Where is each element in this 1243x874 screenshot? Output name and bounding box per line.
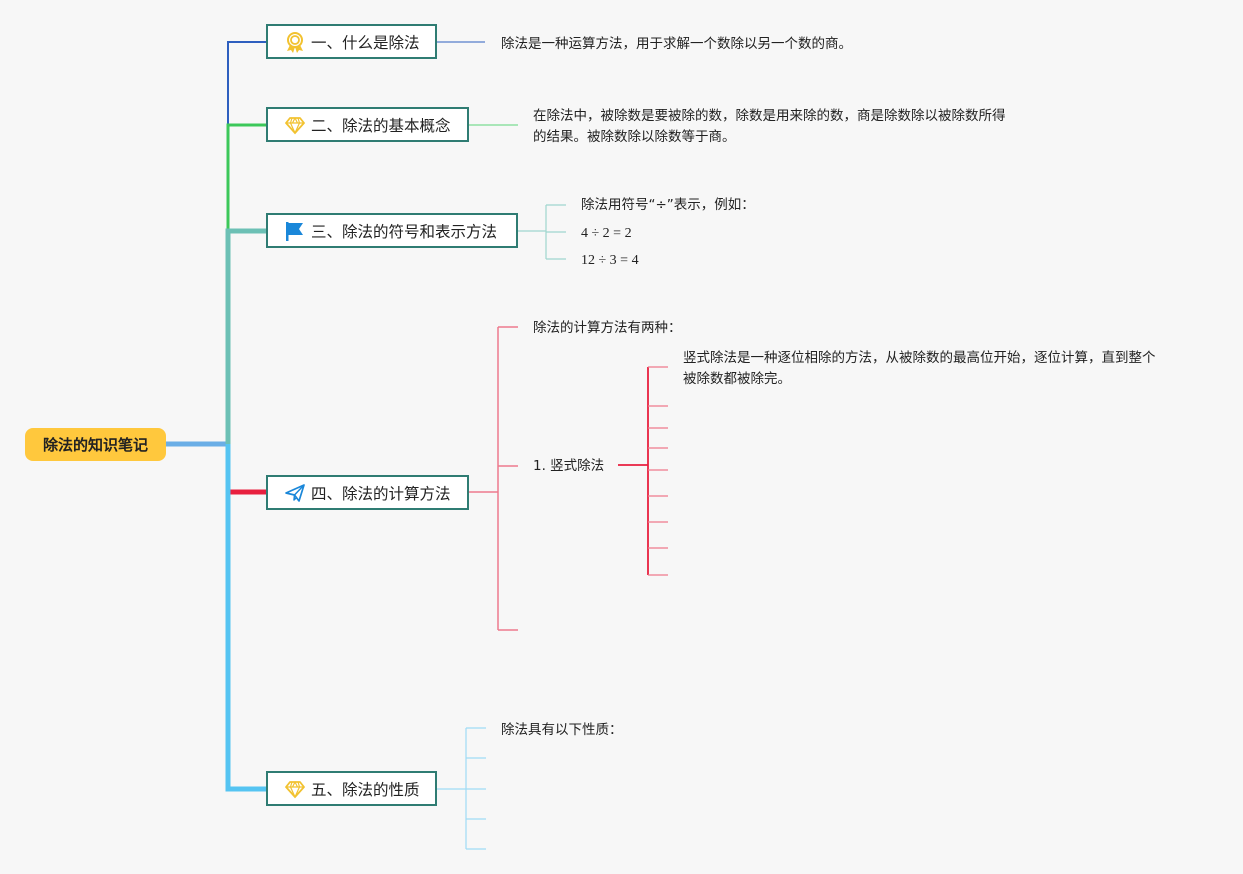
flag-icon — [284, 220, 306, 242]
topic-note: 除法是一种运算方法，用于求解一个数除以另一个数的商。 — [501, 34, 852, 55]
note-line: 在除法中，被除数是要被除的数，除数是用来除的数，商是除数除以被除数所得 — [533, 108, 1006, 124]
methods-note: 除法的计算方法有两种： — [533, 318, 682, 339]
topic-3-note-bracket — [517, 204, 566, 260]
topic-2-connector — [226, 123, 268, 444]
subtopic-leaf-lines — [648, 366, 668, 576]
topic-3-connector — [225, 228, 268, 444]
topic-5-connector — [225, 444, 268, 792]
topic-label: 三、除法的符号和表示方法 — [311, 222, 498, 241]
subtopic-long-division[interactable]: 1. 竖式除法 — [533, 456, 605, 477]
topic-label: 四、除法的计算方法 — [311, 484, 451, 503]
note-line: 的结果。被除数除以除数等于商。 — [533, 129, 736, 145]
topic-what-is-division[interactable]: 一、什么是除法 — [266, 24, 437, 59]
topic-label: 二、除法的基本概念 — [311, 116, 451, 135]
topic-1-connector — [227, 41, 268, 444]
topic-label: 一、什么是除法 — [311, 33, 420, 52]
properties-note: 除法具有以下性质： — [501, 720, 623, 741]
topic-properties[interactable]: 五、除法的性质 — [266, 771, 437, 806]
subtopic-connector — [618, 367, 649, 575]
subtopic-label: 1. 竖式除法 — [533, 458, 605, 474]
topic-5-bracket — [436, 727, 486, 850]
topic-4-bracket — [468, 326, 518, 631]
example-equation: 4 ÷ 2 = 2 — [581, 223, 632, 244]
root-topic-label: 除法的知识笔记 — [42, 436, 148, 454]
note-line: 竖式除法是一种逐位相除的方法，从被除数的最高位开始，逐位计算，直到整个 — [683, 350, 1156, 366]
paper-plane-icon — [284, 482, 306, 504]
long-division-note: 竖式除法是一种逐位相除的方法，从被除数的最高位开始，逐位计算，直到整个 被除数都… — [683, 348, 1156, 390]
note-line: 被除数都被除完。 — [683, 371, 791, 387]
topic-basic-concepts[interactable]: 二、除法的基本概念 — [266, 107, 469, 142]
topic-note: 在除法中，被除数是要被除的数，除数是用来除的数，商是除数除以被除数所得 的结果。… — [533, 106, 1006, 148]
award-ribbon-icon — [284, 31, 306, 53]
notation-note: 除法用符号“÷”表示，例如： — [581, 195, 755, 216]
example-equation: 12 ÷ 3 = 4 — [581, 250, 639, 271]
root-topic[interactable]: 除法的知识笔记 — [25, 428, 166, 461]
topic-calculation-methods[interactable]: 四、除法的计算方法 — [266, 475, 469, 510]
topic-label: 五、除法的性质 — [311, 780, 420, 799]
diamond-icon — [284, 778, 306, 800]
diamond-icon — [284, 114, 306, 136]
topic-symbols-notation[interactable]: 三、除法的符号和表示方法 — [266, 213, 518, 248]
